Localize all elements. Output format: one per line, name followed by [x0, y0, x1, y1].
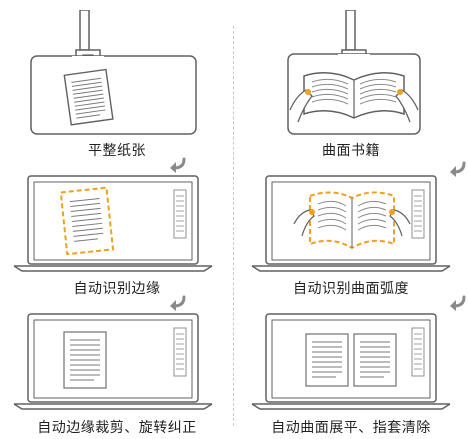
scanner-book-icon [234, 10, 468, 135]
curved-book-column: 曲面书籍 自动识别曲面弧度 [234, 0, 468, 439]
laptop-flattened-icon [234, 310, 468, 410]
arrow-down-icon [448, 160, 468, 178]
step2-caption: 自动识别曲面弧度 [293, 281, 409, 297]
scanner-flat-paper-icon [0, 10, 234, 135]
laptop-cropped-icon [0, 310, 234, 410]
step3-caption: 自动曲面展平、指套清除 [271, 420, 431, 436]
step3-caption: 自动边缘裁剪、旋转纠正 [37, 420, 197, 436]
arrow-down-icon [448, 294, 468, 312]
flat-paper-column: 平整纸张 自动识别边缘 [0, 10, 234, 436]
step2-caption: 自动识别边缘 [73, 281, 161, 297]
step1-caption: 平整纸张 [88, 143, 146, 159]
center-divider [233, 26, 234, 426]
laptop-curve-detect-icon [234, 172, 468, 272]
step1-caption: 曲面书籍 [322, 143, 380, 159]
arrow-down-icon [168, 294, 188, 312]
arrow-down-icon [168, 156, 188, 174]
laptop-edge-detect-icon [0, 172, 234, 272]
